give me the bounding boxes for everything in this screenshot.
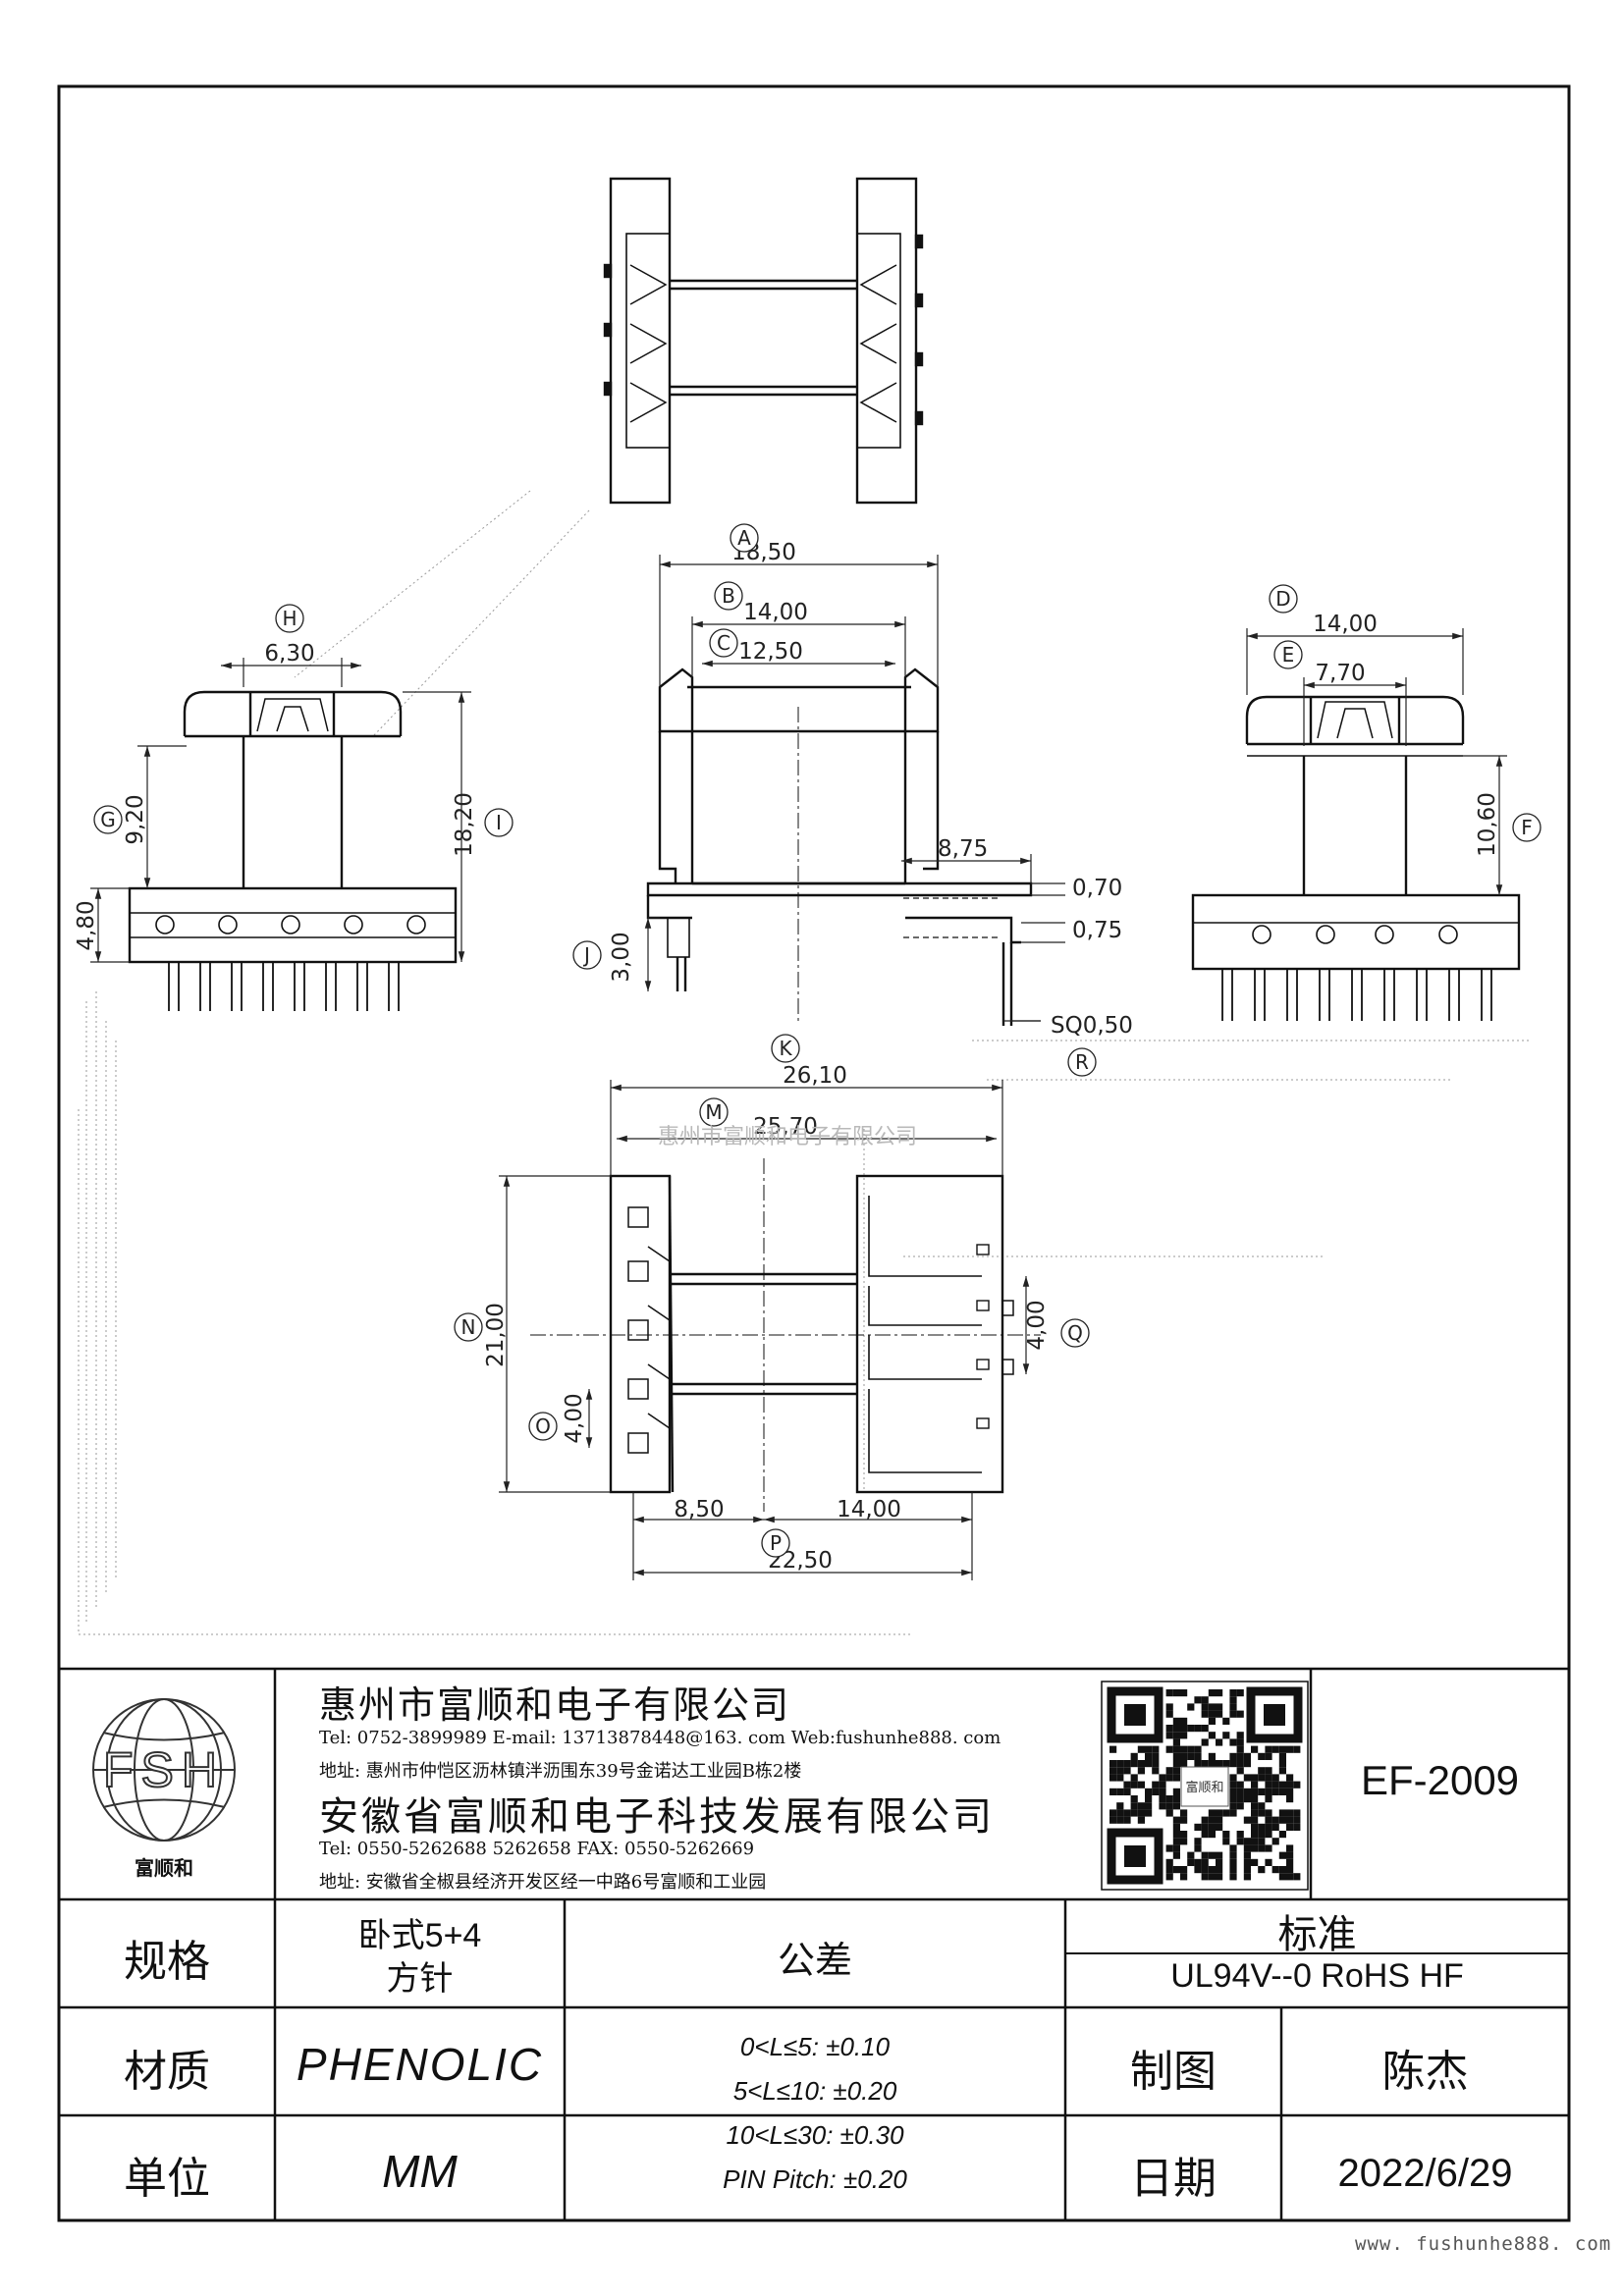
callout-m: M (705, 1100, 722, 1124)
dim-g: 9,20 (123, 794, 148, 844)
callout-d: D (1275, 587, 1290, 611)
unit-label: 单位 (124, 2154, 210, 2204)
callout-e: E (1282, 643, 1295, 667)
dimension-lines (90, 555, 1507, 1580)
front-view (646, 667, 1033, 1026)
top-view (603, 177, 924, 505)
dim-c: 12,50 (738, 639, 803, 665)
dim-n: 21,00 (483, 1303, 509, 1367)
company-contact-1: Tel: 0752-3899989 E-mail: 13713878448@16… (319, 1728, 1001, 1748)
bottom-view (530, 1158, 1041, 1512)
leader-lines (78, 490, 1532, 1635)
dim-r: SQ0,50 (1051, 1013, 1133, 1039)
qr-caption: 富顺和 (1185, 1780, 1223, 1795)
callout-n: N (461, 1315, 476, 1339)
callout-f: F (1521, 816, 1533, 839)
qr-code: 富顺和 (1101, 1681, 1309, 1891)
tolerance-4: PIN Pitch: ±0.20 (723, 2164, 907, 2194)
drawn-label: 制图 (1130, 2047, 1217, 2097)
company-name-1: 惠州市富顺和电子有限公司 (319, 1683, 791, 1727)
callout-o: O (535, 1415, 551, 1438)
callout-j: J (582, 943, 590, 967)
dim-e: 7,70 (1315, 661, 1365, 686)
dim-t2: 0,75 (1072, 918, 1122, 943)
dim-k: 26,10 (783, 1063, 847, 1089)
dim-j: 3,00 (609, 932, 634, 982)
material-value: PHENOLIC (296, 2039, 544, 2090)
company-contact-2: Tel: 0550-5262688 5262658 FAX: 0550-5262… (319, 1839, 755, 1859)
logo-letters: FSH (103, 1742, 225, 1797)
dim-p-right: 14,00 (837, 1497, 901, 1522)
callout-c: C (717, 631, 730, 655)
company-address-2: 地址: 安徽省全椒县经济开发区经一中路6号富顺和工业园 (319, 1872, 767, 1893)
watermark: 惠州市富顺和电子有限公司 (658, 1125, 918, 1149)
spec-value-1: 卧式5+4 (357, 1917, 482, 1954)
dim-h: 6,30 (264, 641, 314, 667)
callout-circles (93, 523, 1542, 1558)
dim-side-pin: 4,80 (74, 900, 99, 950)
part-number: EF-2009 (1360, 1757, 1520, 1803)
date-value: 2022/6/29 (1337, 2152, 1513, 2195)
dim-o: 4,00 (562, 1393, 587, 1443)
dim-p-left: 8,50 (674, 1497, 724, 1522)
material-label: 材质 (124, 2047, 210, 2097)
right-side-view (1191, 695, 1521, 1021)
callout-r: R (1075, 1050, 1089, 1074)
tolerance-label: 公差 (777, 1941, 852, 1982)
spec-label: 规格 (124, 1937, 210, 1987)
dim-d: 14,00 (1313, 612, 1378, 637)
tolerance-3: 10<L≤30: ±0.30 (726, 2120, 904, 2150)
dim-f: 10,60 (1475, 792, 1500, 857)
footer-url: www. fushunhe888. com (1355, 2233, 1612, 2255)
standard-value: UL94V--0 RoHS HF (1170, 1957, 1464, 1995)
callout-a: A (737, 526, 751, 550)
callout-h: H (282, 607, 297, 630)
dim-m: 25,70 (753, 1114, 818, 1140)
dim-q: 4,00 (1024, 1300, 1050, 1350)
dim-b: 14,00 (743, 600, 808, 625)
logo-caption: 富顺和 (135, 1856, 193, 1880)
title-block (59, 1667, 1569, 2220)
fsh-logo (92, 1698, 236, 1842)
callout-b: B (722, 584, 735, 608)
callout-i: I (496, 811, 502, 834)
callout-p: P (770, 1531, 782, 1555)
callout-k: K (779, 1037, 792, 1060)
callout-labels: A B C D E F G H I J K M N O P Q R (100, 526, 1533, 1555)
tolerance-1: 0<L≤5: ±0.10 (739, 2032, 891, 2061)
callout-q: Q (1067, 1321, 1083, 1345)
unit-value: MM (382, 2146, 458, 2197)
standard-label: 标准 (1277, 1913, 1357, 1956)
drawn-value: 陈杰 (1381, 2047, 1469, 2097)
dim-shoulder: 8,75 (938, 836, 988, 862)
date-label: 日期 (1130, 2154, 1217, 2204)
dim-t1: 0,70 (1072, 876, 1122, 901)
dim-i: 18,20 (452, 792, 477, 857)
spec-value-2: 方针 (386, 1960, 454, 1998)
left-side-view (128, 690, 458, 1011)
dimension-texts: 18,50 14,00 12,50 14,00 7,70 6,30 8,75 0… (74, 540, 1500, 1574)
tolerance-2: 5<L≤10: ±0.20 (732, 2076, 897, 2106)
callout-g: G (100, 808, 116, 831)
company-address-1: 地址: 惠州市仲恺区沥林镇泮沥围东39号金诺达工业园B栋2楼 (319, 1761, 802, 1782)
company-name-2: 安徽省富顺和电子科技发展有限公司 (319, 1794, 995, 1840)
sheet-border (57, 84, 1571, 2222)
